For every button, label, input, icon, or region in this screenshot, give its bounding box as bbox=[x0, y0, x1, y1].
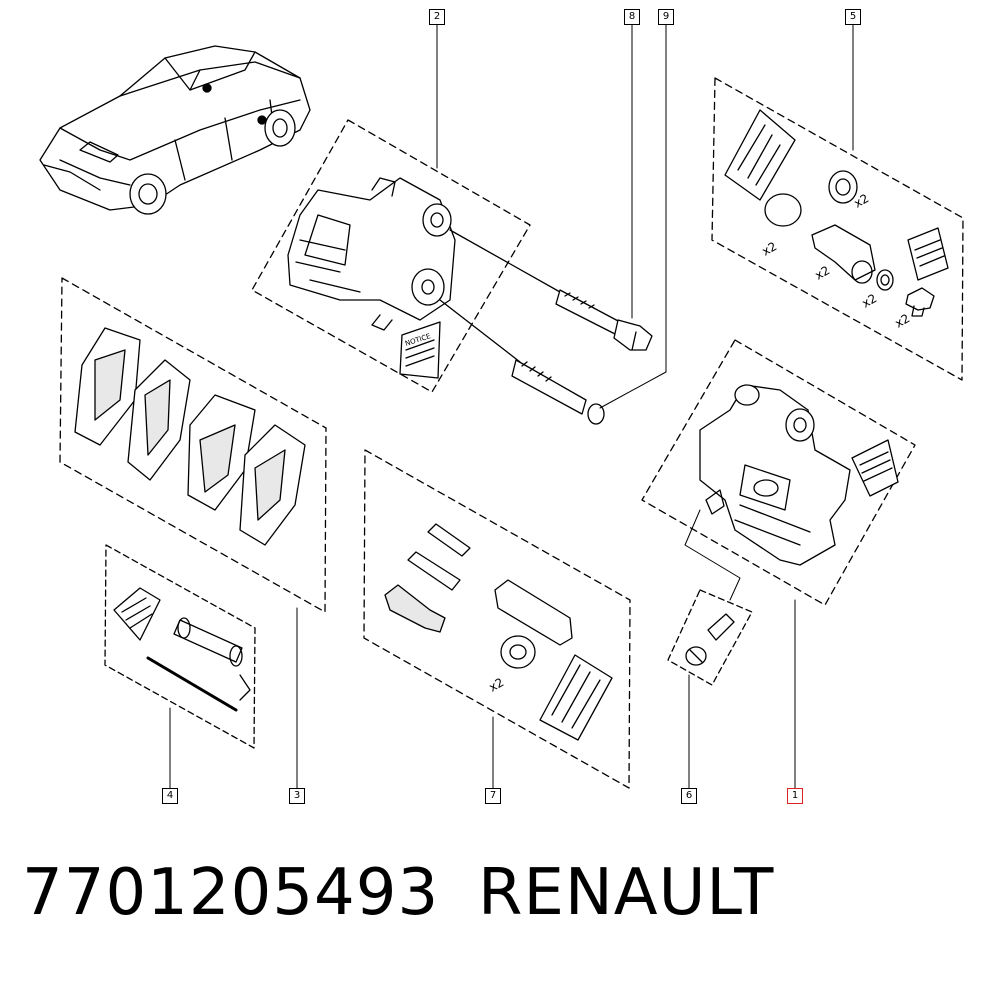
kit-4-outline bbox=[104, 544, 256, 749]
leader-lines bbox=[169, 24, 854, 789]
instruction-leaflet-2 bbox=[399, 321, 441, 379]
kit-1-outline bbox=[641, 339, 916, 606]
quantity-marks: x2 x2 x2 x2 x2 x2 bbox=[487, 191, 913, 694]
callout-3: 3 bbox=[289, 788, 305, 804]
qty-mark: x2 bbox=[813, 263, 833, 282]
kit-5-parts bbox=[724, 109, 949, 317]
bleeder-screw-kit bbox=[685, 613, 735, 666]
car-illustration bbox=[39, 45, 311, 215]
callout-7: 7 bbox=[485, 788, 501, 804]
brake-pads bbox=[74, 327, 306, 546]
part-number: 7701205493 bbox=[22, 856, 440, 930]
pad-pin-kit bbox=[113, 587, 251, 712]
brand-name: RENAULT bbox=[478, 856, 775, 930]
callout-2: 2 bbox=[429, 9, 445, 25]
callout-8: 8 bbox=[624, 9, 640, 25]
guide-bolt-9 bbox=[439, 299, 605, 425]
caliper-assembly-1 bbox=[699, 384, 851, 566]
guide-bolt-8 bbox=[449, 229, 653, 351]
qty-mark: x2 bbox=[860, 291, 880, 310]
qty-mark: x2 bbox=[487, 675, 507, 694]
caliper-assembly-2 bbox=[287, 177, 456, 331]
qty-mark: x2 bbox=[852, 191, 872, 210]
kit-7-outline bbox=[363, 449, 631, 789]
callout-1[interactable]: 1 bbox=[787, 788, 803, 804]
instruction-leaflet-1 bbox=[851, 439, 899, 497]
guide-sleeve-kit bbox=[384, 523, 613, 741]
callout-4: 4 bbox=[162, 788, 178, 804]
kit-2-outline bbox=[251, 119, 531, 393]
callout-9: 9 bbox=[658, 9, 674, 25]
kit-3-outline bbox=[59, 277, 327, 613]
qty-mark: x2 bbox=[760, 239, 780, 258]
qty-mark: x2 bbox=[893, 311, 913, 330]
callout-5: 5 bbox=[845, 9, 861, 25]
kit-6-outline bbox=[667, 589, 753, 686]
callout-6: 6 bbox=[681, 788, 697, 804]
kit-5-outline bbox=[711, 77, 964, 381]
